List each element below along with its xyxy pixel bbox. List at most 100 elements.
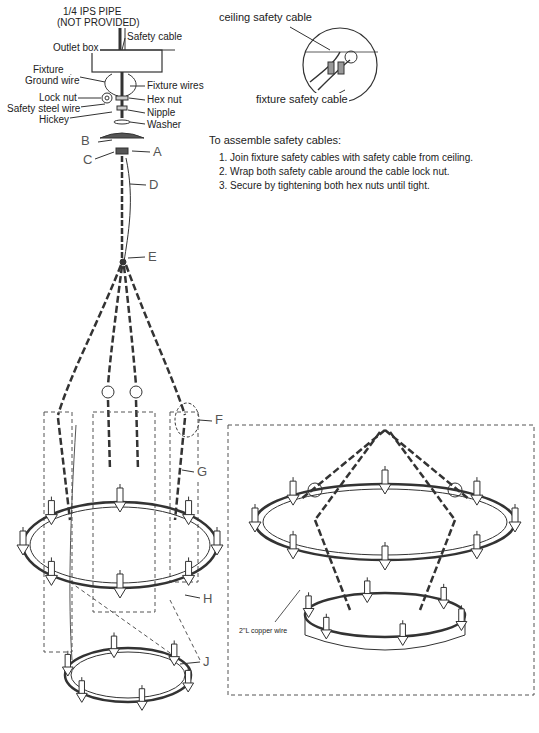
candle-socket xyxy=(509,504,521,532)
drawing-stroke xyxy=(345,51,357,63)
drawing-stroke xyxy=(300,430,470,610)
candle-socket xyxy=(303,592,314,617)
drawing-stroke xyxy=(275,590,300,622)
part-label: Ground wire xyxy=(24,75,80,86)
candle-socket xyxy=(471,477,483,505)
drawing-stroke xyxy=(17,466,521,710)
candle-socket xyxy=(17,527,29,555)
part-label: Lock nut xyxy=(38,92,78,103)
drawing-stroke xyxy=(308,483,322,497)
drawing-stroke xyxy=(58,418,70,520)
drawing-stroke xyxy=(105,96,109,100)
drawing-stroke xyxy=(128,110,145,113)
drawing-stroke xyxy=(130,122,145,124)
candle-socket xyxy=(438,584,449,609)
candle-socket xyxy=(362,577,373,602)
callout-letter: H xyxy=(202,592,213,606)
drawing-stroke xyxy=(185,595,200,598)
drawing-stroke xyxy=(175,403,199,437)
callout-letter: B xyxy=(80,134,91,148)
drawing-stroke xyxy=(136,400,138,470)
part-label: Outlet box xyxy=(52,42,100,53)
candle-socket xyxy=(249,504,261,532)
candle-socket xyxy=(45,557,57,585)
callout-letter: A xyxy=(152,145,163,159)
candle-socket xyxy=(211,527,223,555)
candle-socket xyxy=(62,651,73,676)
candle-socket xyxy=(183,497,195,525)
drawing-stroke xyxy=(199,420,212,421)
drawing-stroke xyxy=(116,148,128,154)
drawing-stroke xyxy=(108,266,122,385)
drawing-stroke xyxy=(116,96,128,100)
drawing-stroke xyxy=(108,400,110,470)
drawing-stroke xyxy=(305,52,378,53)
candle-socket xyxy=(114,484,126,512)
drawing-stroke xyxy=(132,151,150,152)
drawing-stroke xyxy=(310,52,350,90)
part-label: ceiling safety cable xyxy=(218,11,313,23)
candle-socket xyxy=(287,531,299,559)
drawing-stroke xyxy=(228,425,534,695)
drawing-stroke xyxy=(95,152,114,159)
drawing-stroke xyxy=(130,184,146,185)
part-label: fixture safety cable xyxy=(255,93,349,105)
drawing-stroke xyxy=(98,140,112,142)
drawing-stroke xyxy=(315,432,380,520)
drawing-stroke xyxy=(117,106,127,110)
candle-socket xyxy=(114,570,126,598)
part-label: Washer xyxy=(146,119,182,130)
callout-letter: C xyxy=(82,153,93,167)
drawing-stroke xyxy=(180,662,200,664)
part-label: Safety steel wire xyxy=(6,103,81,114)
drawing-stroke xyxy=(303,28,377,102)
candle-socket xyxy=(321,614,332,639)
drawing-stroke xyxy=(102,93,112,103)
callout-letter: G xyxy=(196,465,208,479)
drawing-stroke xyxy=(120,259,126,265)
drawing-stroke xyxy=(58,265,121,415)
part-label: Fixture wires xyxy=(146,80,205,91)
candle-socket xyxy=(109,632,120,657)
part-label: 3. Secure by tightening both hex nuts un… xyxy=(218,180,431,191)
part-label: To assemble safety cables: xyxy=(208,134,342,146)
drawing-stroke xyxy=(128,257,145,258)
drawing-stroke xyxy=(105,74,136,96)
part-label: 1/4 IPS PIPE xyxy=(62,6,122,17)
drawing-stroke xyxy=(448,483,462,497)
callout-letter: E xyxy=(147,250,158,264)
drawing-stroke xyxy=(122,38,125,50)
part-label: Fixture xyxy=(32,64,65,75)
drawing-stroke xyxy=(44,412,72,652)
drawing-stroke xyxy=(92,50,162,72)
drawing-stroke xyxy=(290,27,330,50)
drawing-stroke xyxy=(328,62,334,74)
drawing-stroke xyxy=(114,120,130,124)
part-label: 2. Wrap both safety cable around the cab… xyxy=(218,166,451,177)
drawing-stroke xyxy=(390,432,455,520)
part-label: 2"L copper wire xyxy=(238,627,288,635)
drawing-stroke xyxy=(130,86,145,87)
callout-letter: J xyxy=(202,655,211,669)
drawing-stroke xyxy=(100,133,144,138)
drawing-stroke xyxy=(71,652,185,698)
drawing-stroke xyxy=(121,156,124,262)
callout-letter: F xyxy=(214,413,224,427)
drawing-stroke xyxy=(70,425,76,660)
drawing-stroke xyxy=(44,412,200,660)
part-label: Hickey xyxy=(38,114,70,125)
drawing-stroke xyxy=(58,265,185,520)
drawing-stroke xyxy=(126,265,185,415)
candle-socket xyxy=(397,620,408,645)
candle-socket xyxy=(76,677,87,702)
candle-socket xyxy=(169,640,180,665)
callout-letter: D xyxy=(148,178,159,192)
drawing-stroke xyxy=(80,104,105,107)
candle-socket xyxy=(379,542,391,570)
drawing-stroke xyxy=(130,386,142,398)
candle-socket xyxy=(137,685,148,710)
candle-socket xyxy=(471,531,483,559)
part-label: Nipple xyxy=(146,107,176,118)
drawing-stroke xyxy=(102,386,114,398)
